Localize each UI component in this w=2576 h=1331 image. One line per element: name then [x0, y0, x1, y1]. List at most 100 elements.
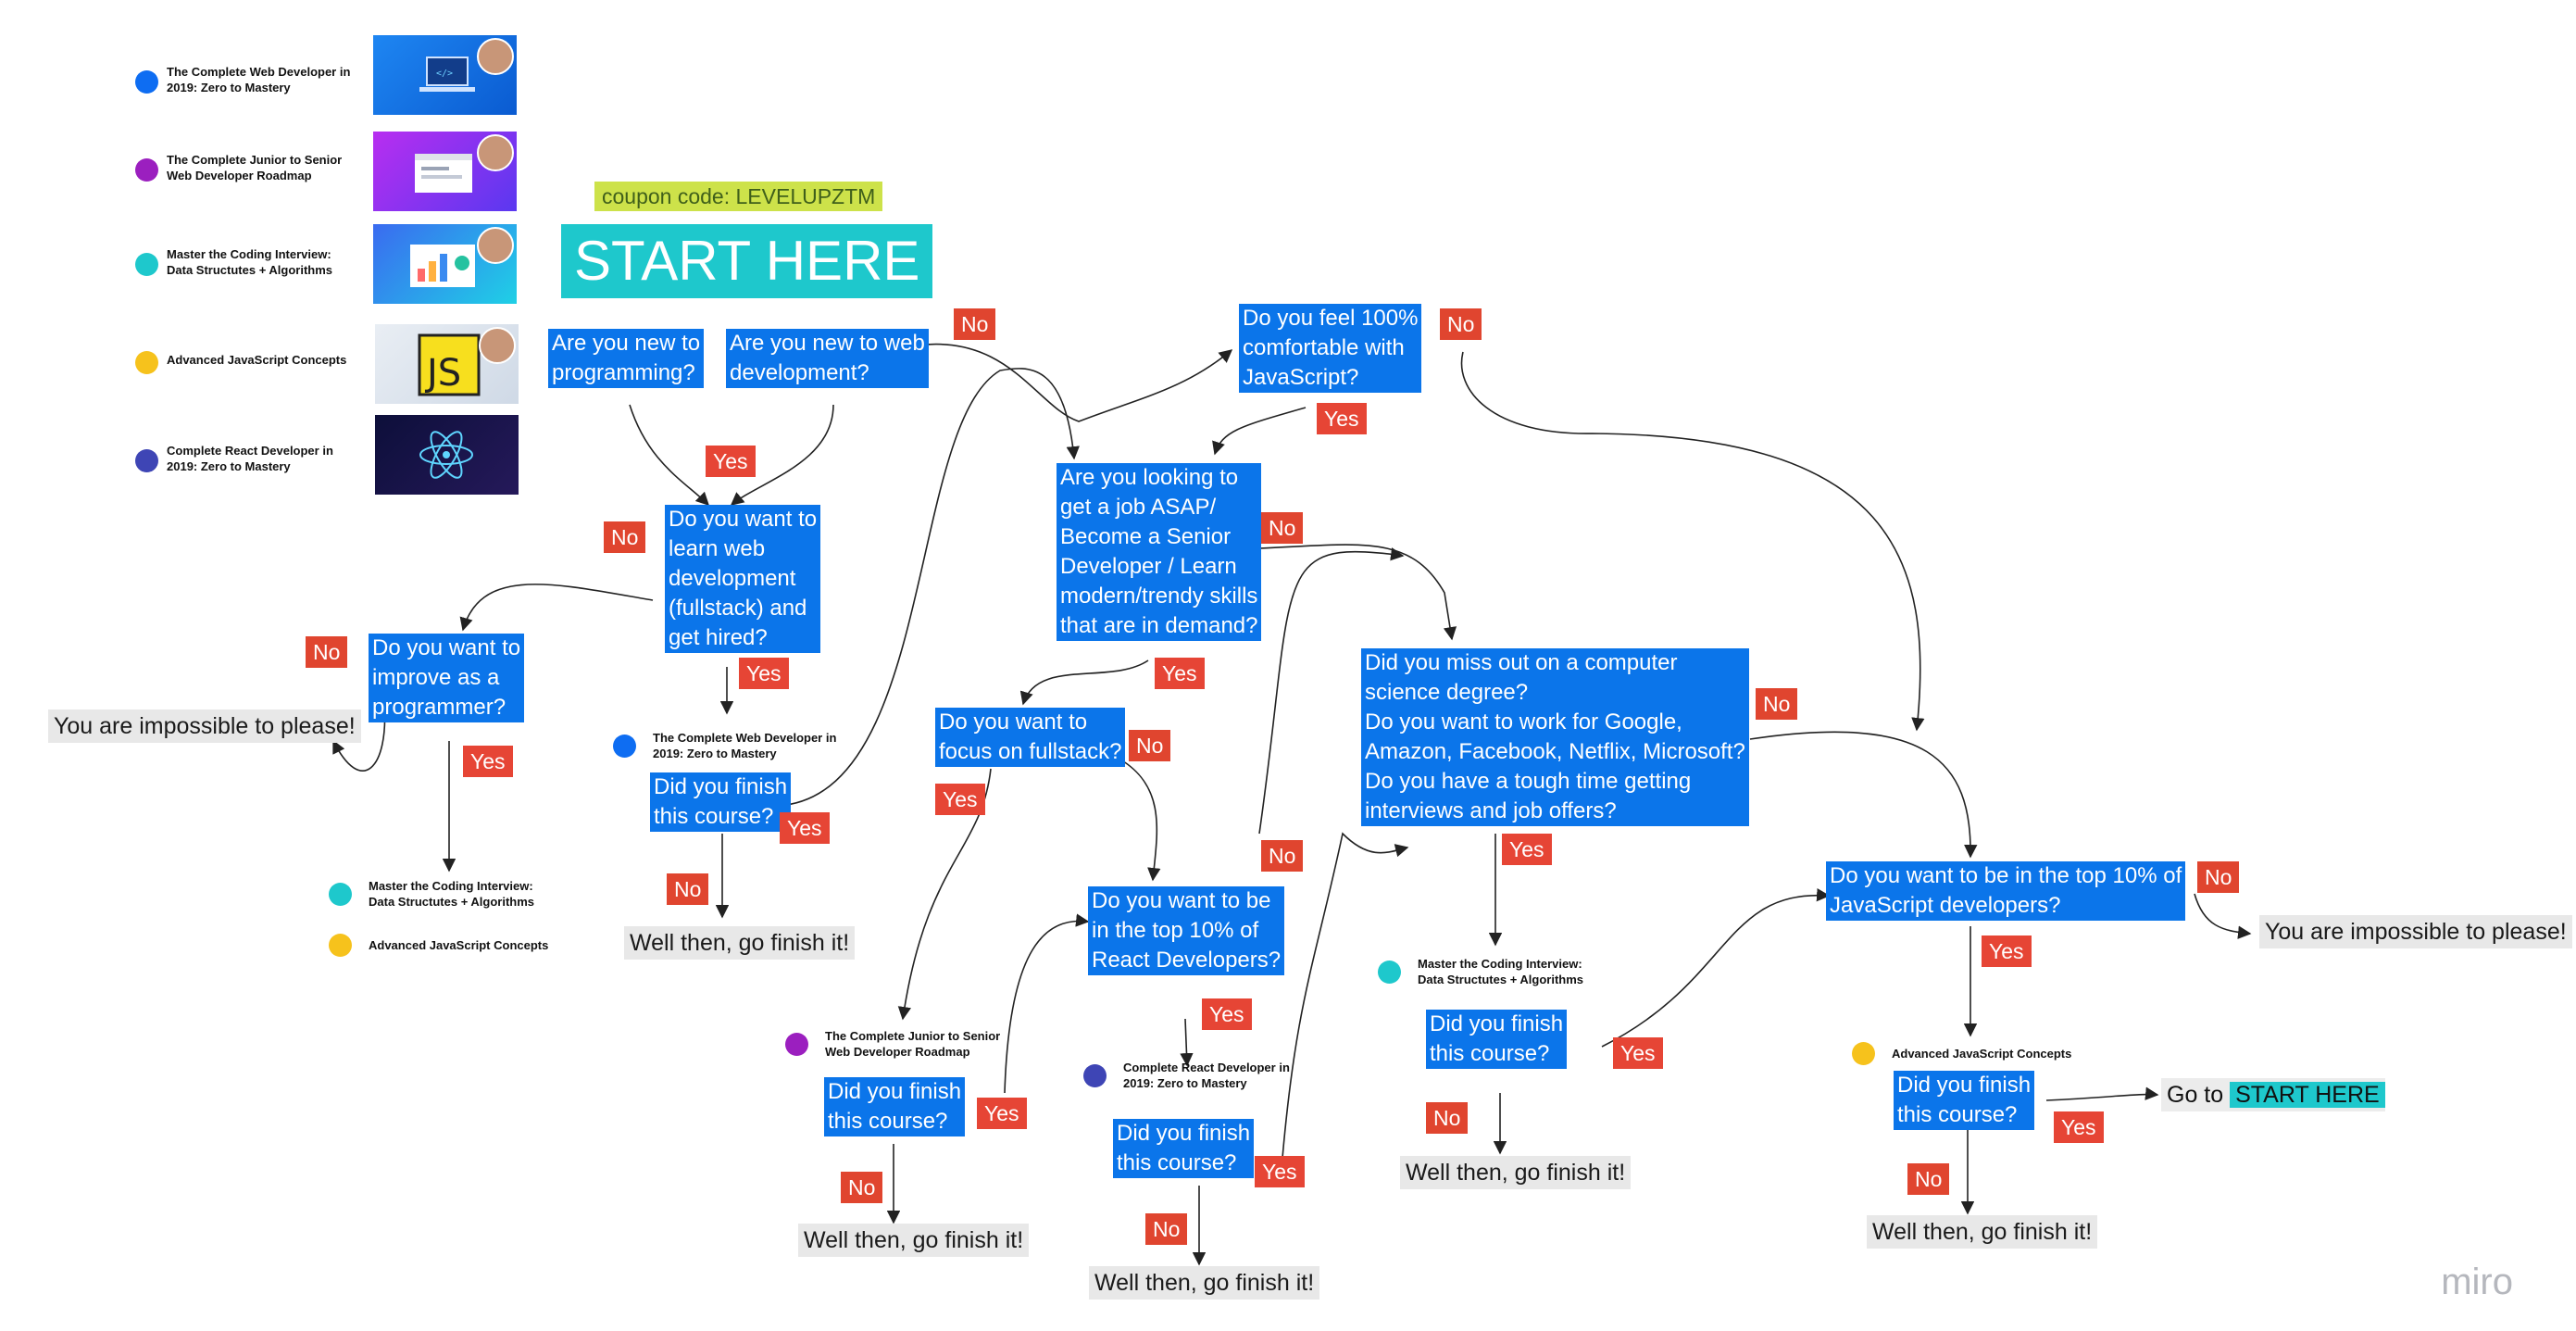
answer-yes: Yes [935, 784, 985, 815]
react-dot-icon [1083, 1063, 1107, 1087]
miro-watermark: miro [2441, 1262, 2513, 1302]
question-comfortable-js: Do you feel 100% comfortable with JavaSc… [1239, 304, 1422, 393]
start-here-title[interactable]: START HERE [561, 224, 933, 298]
course-node-coding-interview[interactable]: Master the Coding Interview: Data Struct… [329, 878, 534, 910]
advanced-js-dot-icon [135, 350, 158, 374]
answer-yes: Yes [1982, 935, 2032, 967]
legend-label: Complete React Developer in 2019: Zero t… [167, 444, 333, 473]
answer-yes: Yes [780, 812, 830, 844]
answer-yes: Yes [1613, 1037, 1663, 1069]
outcome-go-finish-4: Well then, go finish it! [1400, 1156, 1632, 1189]
question-job-asap: Are you looking to get a job ASAP/ Becom… [1057, 463, 1262, 641]
course-label: Master the Coding Interview: Data Struct… [1418, 957, 1584, 986]
answer-yes: Yes [1155, 658, 1205, 689]
browser-window-icon [415, 154, 472, 193]
edge-finish1-yes [777, 368, 1080, 807]
question-learn-webdev: Do you want to learn web development (fu… [665, 505, 821, 653]
edge-finish5-yes [2045, 1086, 2159, 1101]
charts-dashboard-icon [410, 245, 475, 287]
web-dev-dot-icon [613, 734, 636, 758]
react-dot-icon [135, 448, 158, 472]
junior-senior-dot-icon [785, 1032, 808, 1056]
outcome-impossible-right: You are impossible to please! [2259, 915, 2572, 948]
instructor-avatar [477, 227, 514, 264]
question-top-react: Do you want to be in the top 10% of Reac… [1088, 886, 1285, 975]
answer-no: No [2197, 861, 2240, 893]
edge-newweb-to-comfortable [916, 343, 1233, 422]
course-node-react[interactable]: Complete React Developer in 2019: Zero t… [1083, 1060, 1290, 1091]
answer-no: No [1145, 1213, 1188, 1245]
answer-yes: Yes [1317, 403, 1367, 434]
outcome-go-finish-3: Well then, go finish it! [1089, 1266, 1320, 1300]
coupon-code: coupon code: LEVELUPZTM [594, 182, 883, 211]
outcome-go-to-start[interactable]: Go to START HERE [2161, 1078, 2385, 1111]
edge-newprog-to-learn [629, 404, 710, 507]
outcome-impossible-left: You are impossible to please! [48, 709, 361, 743]
coding-interview-dot-icon [135, 252, 158, 276]
edge-finish4-yes [1601, 888, 1831, 1048]
instructor-avatar [477, 134, 514, 171]
course-node-coding-interview-2[interactable]: Master the Coding Interview: Data Struct… [1378, 956, 1583, 987]
thumb-advanced-js[interactable]: JS [375, 324, 519, 404]
answer-no: No [1907, 1163, 1950, 1195]
question-new-to-programming: Are you new to programming? [548, 329, 705, 388]
answer-no: No [306, 636, 348, 668]
course-node-junior-senior[interactable]: The Complete Junior to Senior Web Develo… [785, 1028, 1000, 1060]
goto-start-link[interactable]: START HERE [2230, 1082, 2385, 1108]
edge-fullstack-no-to-react [1119, 759, 1161, 882]
edge-improve-no-to-impossible [332, 703, 386, 772]
advanced-js-dot-icon [1852, 1042, 1875, 1065]
course-label: The Complete Junior to Senior Web Develo… [825, 1029, 1001, 1059]
legend-label: The Complete Web Developer in 2019: Zero… [167, 65, 351, 94]
thumb-react[interactable] [375, 415, 519, 495]
question-improve-programmer: Do you want to improve as a programmer? [369, 634, 525, 722]
answer-yes: Yes [2054, 1111, 2104, 1143]
legend-label: Advanced JavaScript Concepts [167, 353, 347, 367]
edge-finish2-yes [1004, 913, 1090, 1094]
legend-label: Master the Coding Interview: Data Struct… [167, 247, 333, 277]
answer-no: No [841, 1172, 883, 1203]
question-new-to-webdev: Are you new to web development? [726, 329, 929, 388]
answer-no: No [1756, 688, 1798, 720]
course-label: Advanced JavaScript Concepts [369, 938, 549, 952]
question-missed-cs: Did you miss out on a computer science d… [1361, 648, 1749, 826]
outcome-go-finish-1: Well then, go finish it! [624, 926, 856, 960]
junior-senior-dot-icon [135, 157, 158, 182]
edge-top-js-no-to-impossible [2194, 893, 2252, 939]
edge-top-react-no-to-missed [1258, 547, 1405, 835]
course-label: The Complete Web Developer in 2019: Zero… [653, 731, 837, 760]
instructor-avatar [477, 38, 514, 75]
course-label: Master the Coding Interview: Data Struct… [369, 879, 535, 909]
edge-fullstack-to-junior [897, 768, 992, 1021]
edge-finish3-yes [1282, 832, 1409, 1159]
answer-no: No [604, 521, 646, 553]
course-node-web-dev[interactable]: The Complete Web Developer in 2019: Zero… [613, 730, 836, 761]
answer-no: No [1261, 512, 1304, 544]
question-finish-junior: Did you finish this course? [824, 1077, 966, 1136]
web-dev-dot-icon [135, 69, 158, 94]
outcome-go-finish-5: Well then, go finish it! [1867, 1215, 2098, 1249]
course-node-advanced-js-2[interactable]: Advanced JavaScript Concepts [1852, 1042, 2071, 1065]
question-finish-react: Did you finish this course? [1113, 1119, 1255, 1178]
goto-prefix: Go to [2167, 1082, 2231, 1108]
outcome-go-finish-2: Well then, go finish it! [798, 1224, 1030, 1257]
thumb-coding-interview[interactable] [373, 224, 517, 304]
course-node-advanced-js[interactable]: Advanced JavaScript Concepts [329, 934, 548, 957]
question-finish-advanced: Did you finish this course? [1894, 1071, 2035, 1130]
answer-yes: Yes [1502, 834, 1552, 865]
thumb-web-dev[interactable]: </> [373, 35, 517, 115]
svg-text:</>: </> [436, 69, 453, 79]
answer-no: No [954, 308, 996, 340]
answer-yes: Yes [739, 658, 789, 689]
legend-label: The Complete Junior to Senior Web Develo… [167, 153, 343, 182]
answer-yes: Yes [706, 446, 756, 477]
answer-no: No [1129, 730, 1171, 761]
course-label: Complete React Developer in 2019: Zero t… [1123, 1061, 1290, 1090]
question-top-js: Do you want to be in the top 10% of Java… [1826, 861, 2186, 921]
answer-yes: Yes [1255, 1156, 1305, 1187]
edge-comfortable-yes-to-job [1212, 407, 1307, 456]
edge-learn-no-to-improve [459, 584, 654, 632]
laptop-code-icon: </> [419, 57, 475, 92]
thumb-junior-senior[interactable] [373, 132, 517, 211]
